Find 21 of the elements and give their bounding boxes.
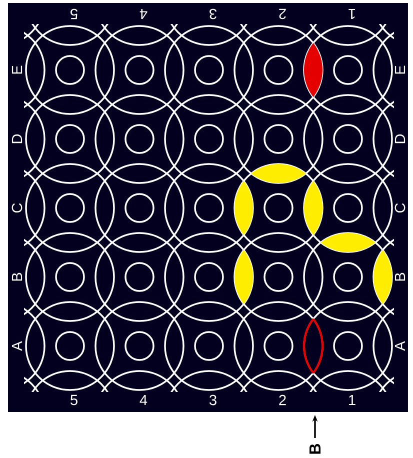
row-label: D (394, 134, 406, 144)
player-label: B (310, 444, 320, 454)
column-label: 3 (210, 8, 216, 20)
column-label: 1 (348, 8, 355, 20)
row-label: C (394, 203, 406, 213)
column-label: 4 (140, 394, 148, 406)
row-label: C (12, 203, 22, 213)
column-label: 3 (209, 394, 216, 406)
column-label: 5 (70, 394, 78, 406)
row-label: E (12, 66, 22, 74)
column-label: 2 (279, 8, 286, 20)
column-label: 1 (349, 394, 356, 406)
row-label: B (12, 272, 22, 281)
row-label: D (12, 134, 22, 144)
row-label: A (12, 341, 22, 351)
row-label: E (394, 66, 406, 74)
column-label: 4 (140, 8, 148, 20)
row-label: B (394, 272, 406, 281)
row-label: A (394, 341, 406, 351)
column-label: 5 (70, 8, 78, 20)
column-label: 2 (279, 394, 286, 406)
